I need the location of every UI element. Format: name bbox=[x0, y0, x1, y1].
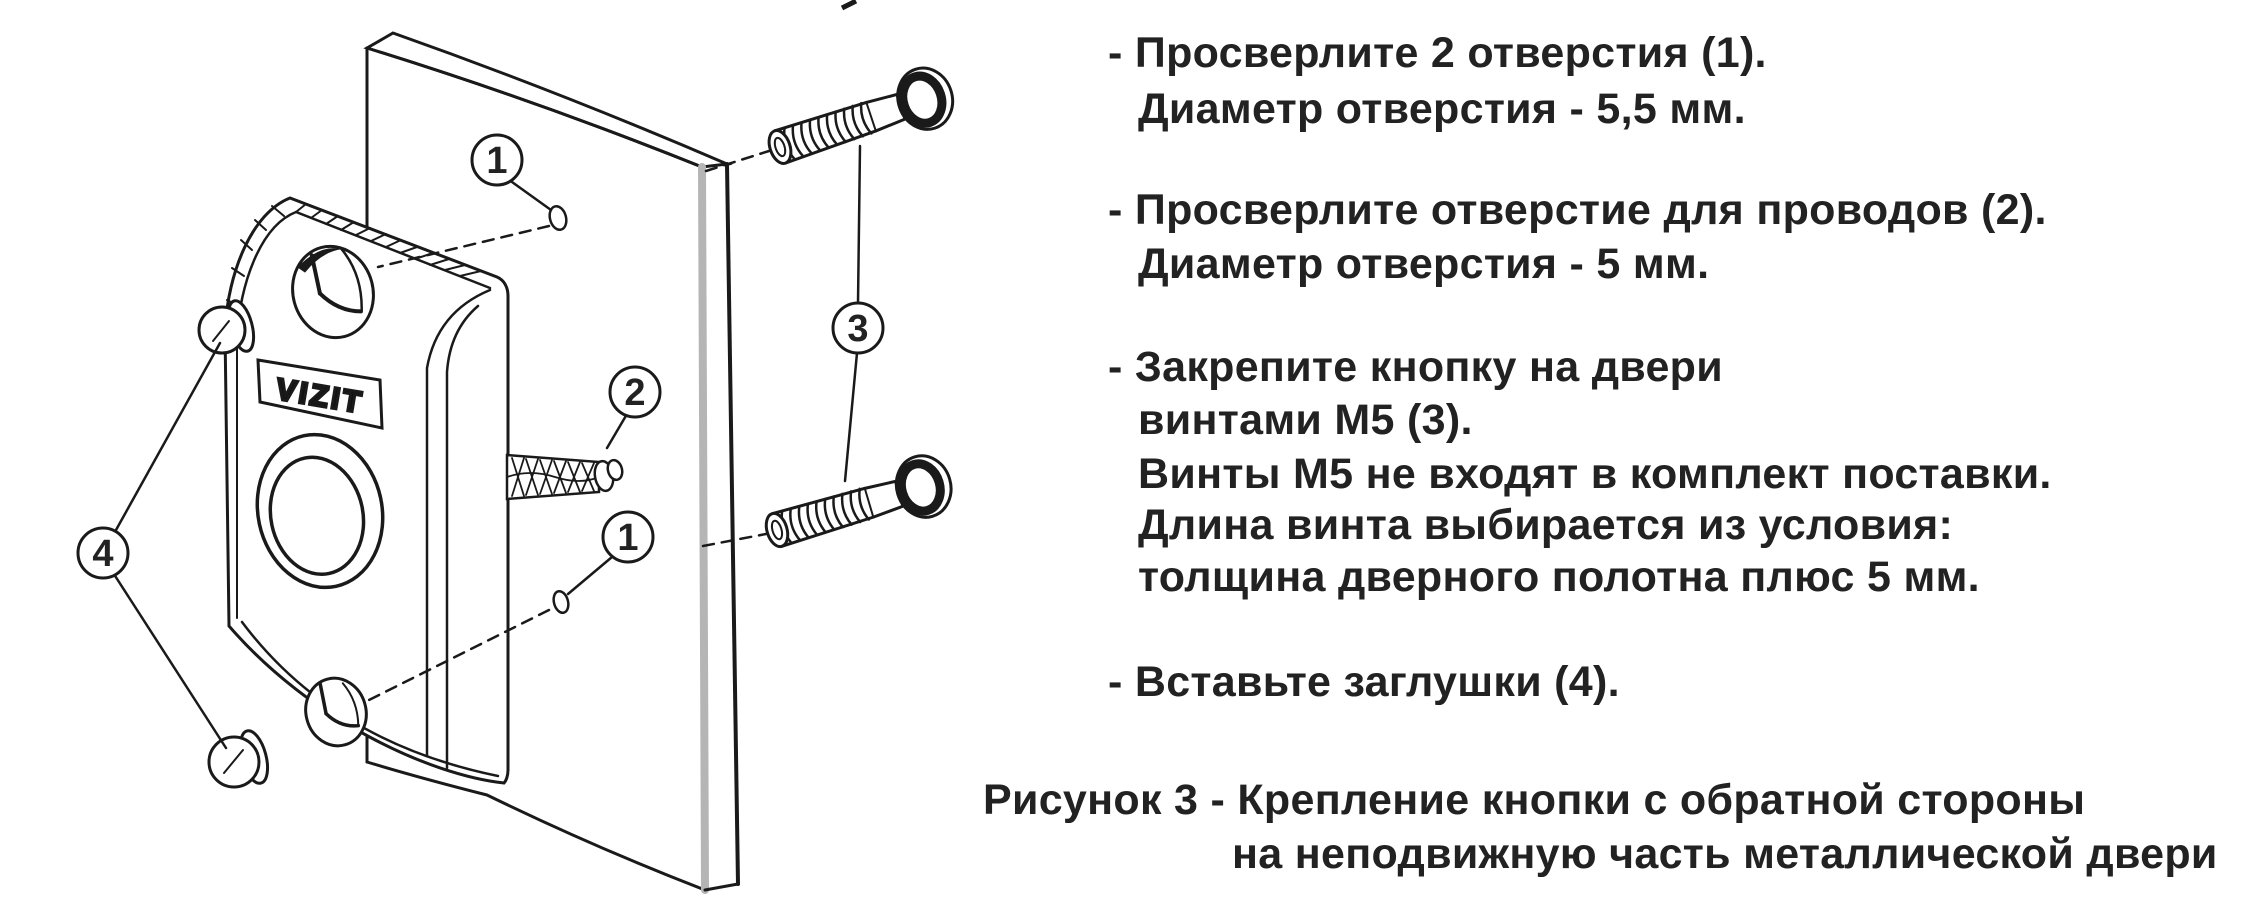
instruction-step2-line2: Диаметр отверстия - 5 мм. bbox=[1138, 240, 1710, 288]
instruction-step3-line5: толщина дверного полотна плюс 5 мм. bbox=[1138, 553, 1980, 601]
drill-hole-bottom bbox=[552, 589, 570, 615]
m5-screw-top bbox=[767, 66, 955, 165]
alignment-dashed-lines bbox=[365, 149, 771, 703]
plug-cap-top bbox=[197, 299, 256, 355]
callout-wire-hole: 2 bbox=[608, 365, 662, 419]
button-screw-bottom bbox=[304, 676, 368, 748]
m5-screw-bottom bbox=[764, 454, 953, 549]
figure-caption-line1: Рисунок 3 - Крепление кнопки с обратной … bbox=[983, 776, 2086, 824]
instruction-step1-line2: Диаметр отверстия - 5,5 мм. bbox=[1138, 85, 1746, 133]
callout-plugs-number: 4 bbox=[92, 533, 113, 575]
callout-hole-top: 1 bbox=[470, 133, 524, 187]
door-bottom-thickness bbox=[703, 882, 740, 892]
instruction-step4-line1: - Вставьте заглушки (4). bbox=[1108, 658, 1620, 706]
instruction-step1-line1: - Просверлите 2 отверстия (1). bbox=[1108, 29, 1767, 77]
scan-artifact-mark bbox=[840, 0, 858, 11]
plug-cap-bottom bbox=[207, 729, 270, 789]
callout-plugs: 4 bbox=[76, 526, 130, 580]
callout-wire-hole-number: 2 bbox=[624, 372, 645, 414]
instruction-step3-line1: - Закрепите кнопку на двери bbox=[1108, 343, 1723, 391]
exit-button-unit: VIZIT bbox=[223, 196, 510, 785]
instruction-step3-line3: Винты М5 не входят в комплект поставки. bbox=[1138, 450, 2052, 498]
button-screw-top bbox=[291, 244, 375, 340]
instruction-step2-line1: - Просверлите отверстие для проводов (2)… bbox=[1108, 186, 2047, 234]
figure-caption-line2: на неподвижную часть металлической двери bbox=[1232, 830, 2218, 878]
callout-leader-lines bbox=[108, 144, 862, 750]
door-top-edge bbox=[365, 46, 704, 169]
callouts: 1 2 1 3 4 bbox=[76, 133, 885, 580]
instruction-step3-line4: Длина винта выбирается из условия: bbox=[1138, 501, 1954, 549]
callout-hole-bottom-number: 1 bbox=[617, 517, 638, 559]
callout-hole-bottom: 1 bbox=[601, 510, 655, 564]
wire-bundle bbox=[505, 453, 624, 501]
callout-hole-top-number: 1 bbox=[486, 140, 507, 182]
instruction-step3-line2: винтами М5 (3). bbox=[1138, 396, 1473, 444]
callout-screws-number: 3 bbox=[847, 308, 868, 350]
callout-screws: 3 bbox=[831, 301, 885, 355]
door-right-edge-back bbox=[725, 162, 740, 886]
installation-diagram: VIZIT bbox=[76, 0, 955, 894]
wire-braid-texture bbox=[506, 457, 600, 497]
door-right-edge-front bbox=[698, 163, 709, 894]
drill-hole-top bbox=[548, 204, 568, 232]
door-bottom-edge bbox=[365, 760, 707, 892]
